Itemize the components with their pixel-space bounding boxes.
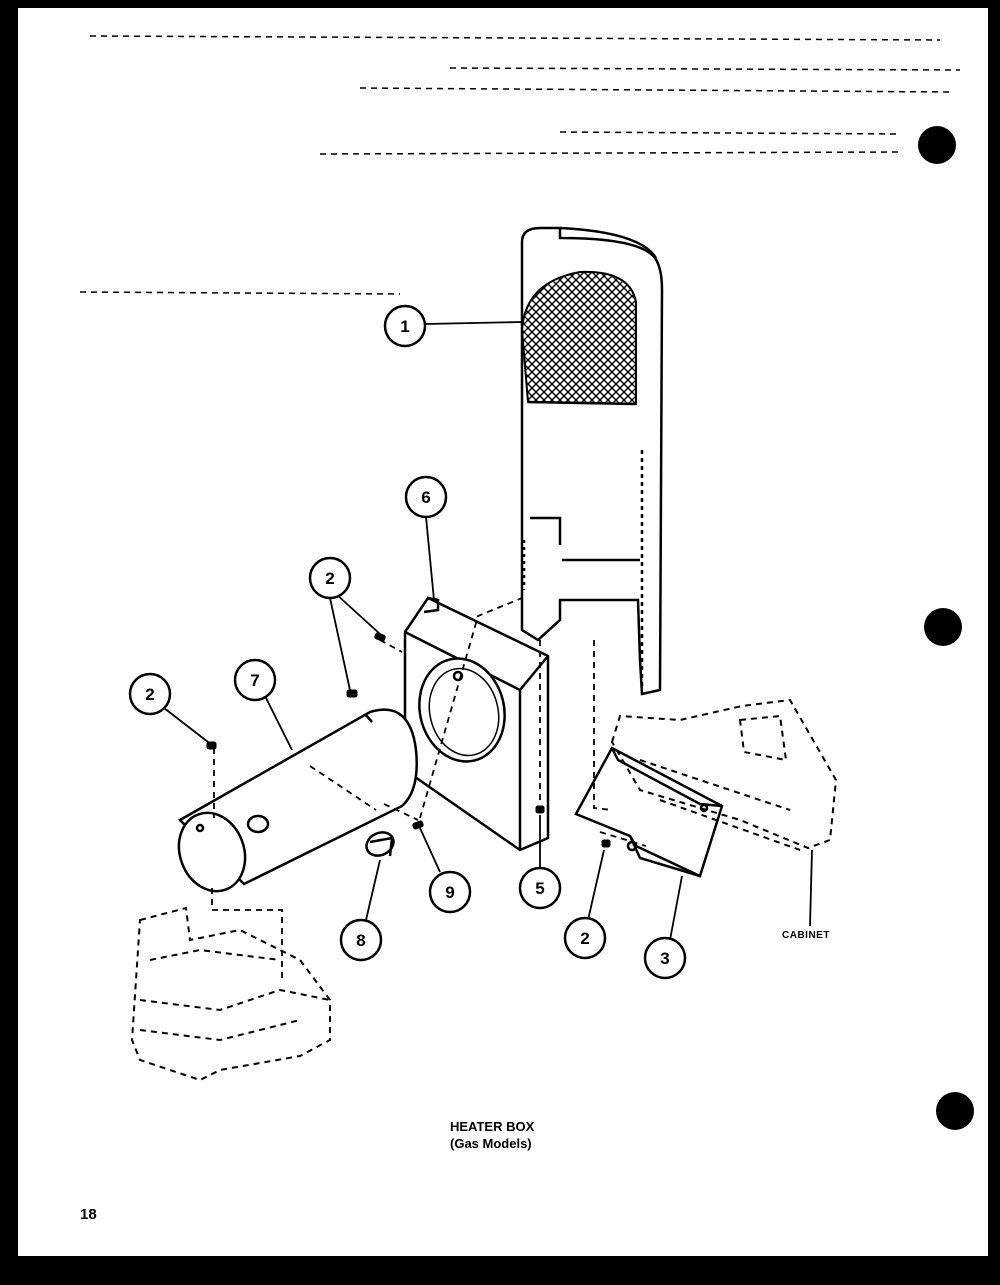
callout-7: 7: [233, 658, 277, 702]
callout-2-left: 2: [128, 672, 172, 716]
diagram-title: HEATER BOX: [450, 1119, 535, 1134]
punch-hole-bottom: [936, 1092, 974, 1130]
callout-8: 8: [339, 918, 383, 962]
scan-noise: [19, 35, 991, 1267]
svg-text:9: 9: [445, 883, 454, 902]
svg-text:8: 8: [356, 931, 365, 950]
screws: [206, 632, 611, 848]
svg-text:2: 2: [145, 685, 154, 704]
page-number: 18: [80, 1206, 97, 1223]
heater-back-panel: [520, 226, 664, 696]
leader-lines: [163, 321, 813, 941]
svg-text:2: 2: [325, 569, 334, 588]
svg-text:7: 7: [250, 671, 259, 690]
burner-adapter-bracket: [403, 596, 550, 852]
callout-2-upper: 2: [308, 556, 352, 600]
clip-part: [365, 831, 395, 857]
svg-text:1: 1: [400, 317, 409, 336]
callout-6: 6: [404, 475, 448, 519]
svg-text:5: 5: [535, 879, 544, 898]
assembly-lines: [211, 597, 647, 980]
punch-hole-middle: [924, 608, 962, 646]
callout-9: 9: [428, 870, 472, 914]
cabinet-label: CABINET: [782, 930, 830, 941]
heat-shield: [574, 746, 724, 878]
burner-tube: [177, 708, 418, 893]
cabinet-outline: [610, 698, 838, 851]
callout-3: 3: [643, 936, 687, 980]
diagram-caption: HEATER BOX (Gas Models): [450, 1118, 534, 1152]
svg-text:3: 3: [660, 949, 669, 968]
paper-sheet: [18, 8, 988, 1256]
punch-hole-top: [918, 126, 956, 164]
callout-1: 1: [383, 304, 427, 348]
svg-text:2: 2: [580, 929, 589, 948]
diagram-subtitle: (Gas Models): [450, 1136, 532, 1151]
callout-5: 5: [518, 866, 562, 910]
callout-2-lower: 2: [563, 916, 607, 960]
svg-text:6: 6: [421, 488, 430, 507]
burner-housing-outline: [130, 906, 331, 1082]
